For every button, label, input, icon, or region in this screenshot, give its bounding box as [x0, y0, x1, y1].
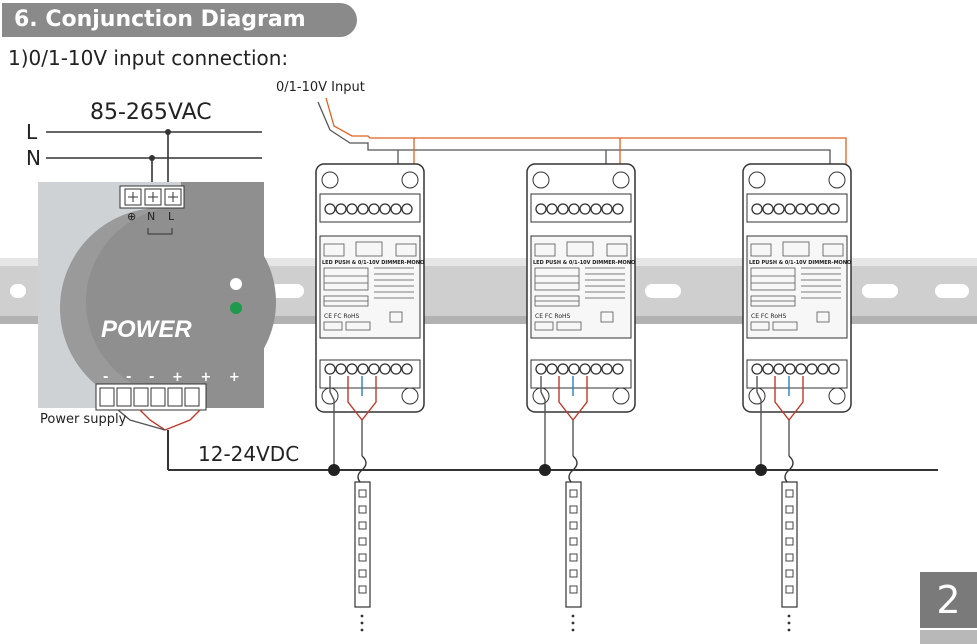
- psu-out-4: +: [171, 370, 184, 385]
- page-number: 2: [920, 572, 977, 628]
- power-supply: [38, 182, 276, 411]
- psu-n-terminal: N: [147, 210, 156, 223]
- psu-out-5: +: [200, 370, 213, 385]
- input-label: 0/1-10V Input: [276, 80, 365, 95]
- subtitle: 1)0/1-10V input connection:: [8, 46, 289, 70]
- ac-voltage-label: 85-265VAC: [90, 100, 212, 125]
- svg-text:LED PUSH & 0/1-10V DIMMER-MONO: LED PUSH & 0/1-10V DIMMER-MONO: [322, 260, 424, 266]
- section-title: 6. Conjunction Diagram: [2, 3, 357, 37]
- l-label: L: [26, 120, 38, 144]
- psu-out-6: +: [228, 370, 241, 385]
- n-label: N: [26, 146, 41, 170]
- svg-text:CE FC RoHS: CE FC RoHS: [324, 313, 360, 320]
- dc-voltage-label: 12-24VDC: [198, 442, 300, 466]
- psu-out-1: -: [103, 370, 110, 385]
- power-supply-label: Power supply: [40, 412, 127, 427]
- psu-earth-terminal: ⊕: [127, 210, 137, 223]
- dimmer-modules: LED PUSH & 0/1-10V DIMMER-MONO CE FC RoH…: [315, 163, 852, 413]
- psu-out-3: -: [148, 370, 156, 385]
- page-number-strip: [920, 630, 977, 644]
- psu-out-2: -: [125, 370, 133, 385]
- power-label: POWER: [101, 316, 192, 343]
- psu-l-terminal: L: [168, 210, 175, 223]
